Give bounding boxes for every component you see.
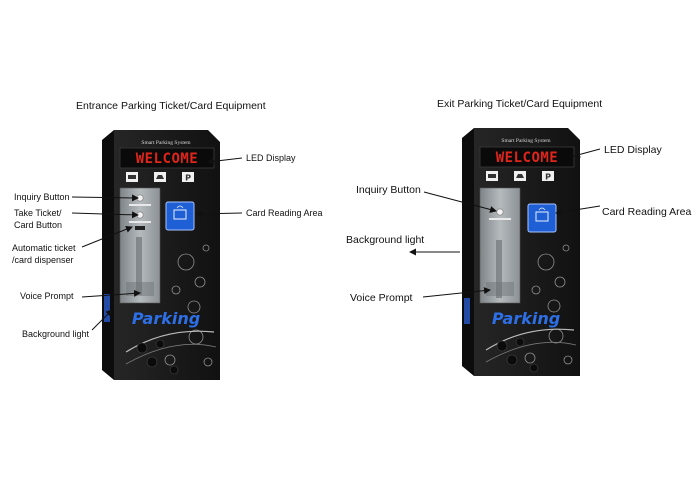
entrance-title: Entrance Parking Ticket/Card Equipment bbox=[76, 100, 266, 112]
speaker-holes bbox=[136, 339, 179, 375]
entrance-machine: Smart Parking System WELCOME P bbox=[96, 122, 236, 384]
svg-text:P: P bbox=[185, 174, 191, 183]
entrance-led-display-label: LED Display bbox=[246, 153, 296, 163]
parking-icon bbox=[182, 172, 194, 182]
header-text: Smart Parking System bbox=[501, 138, 551, 144]
parking-icon bbox=[542, 171, 554, 181]
vertical-label bbox=[136, 237, 142, 295]
entrance-inquiry-button-label: Inquiry Button bbox=[14, 192, 70, 202]
ticket-slot bbox=[135, 226, 145, 230]
background-light-strip bbox=[104, 294, 110, 322]
decorative-circles bbox=[164, 244, 213, 367]
led-text: WELCOME bbox=[136, 151, 199, 167]
take-ticket-button bbox=[136, 211, 144, 219]
exit-background-light-label: Background light bbox=[346, 234, 425, 246]
card-reader-icon bbox=[527, 203, 557, 233]
inquiry-button bbox=[496, 208, 504, 216]
entrance-voice-prompt-label: Voice Prompt bbox=[20, 291, 74, 301]
exit-title: Exit Parking Ticket/Card Equipment bbox=[437, 98, 603, 110]
card-reader-icon bbox=[165, 201, 195, 231]
exit-machine: Smart Parking System WELCOME P Parking bbox=[458, 120, 598, 380]
brand-text: Parking bbox=[492, 309, 560, 328]
exit-voice-prompt-label: Voice Prompt bbox=[350, 292, 413, 304]
machine-side bbox=[462, 128, 474, 376]
speaker-holes bbox=[496, 337, 539, 373]
svg-text:P: P bbox=[545, 173, 551, 182]
background-light-strip bbox=[464, 298, 470, 324]
entrance-dispenser-label-2: /card dispenser bbox=[12, 255, 74, 265]
entrance-take-ticket-label-1: Take Ticket/ bbox=[14, 208, 62, 218]
entrance-dispenser-label-1: Automatic ticket bbox=[12, 243, 76, 253]
entrance-take-ticket-label-2: Card Button bbox=[14, 220, 63, 230]
inquiry-button bbox=[136, 194, 144, 202]
header-text: Smart Parking System bbox=[141, 140, 191, 146]
voice-speaker bbox=[126, 282, 154, 296]
voice-speaker bbox=[486, 282, 514, 296]
vertical-label bbox=[496, 240, 502, 298]
led-text: WELCOME bbox=[496, 150, 559, 166]
entrance-background-light-label: Background light bbox=[22, 329, 90, 339]
entrance-card-reading-area-label: Card Reading Area bbox=[246, 208, 323, 218]
exit-led-display-label: LED Display bbox=[604, 144, 662, 156]
exit-card-reading-area-label: Card Reading Area bbox=[602, 206, 692, 218]
exit-inquiry-button-label: Inquiry Button bbox=[356, 184, 421, 196]
brand-text: Parking bbox=[132, 309, 200, 328]
machine-side bbox=[102, 130, 114, 380]
